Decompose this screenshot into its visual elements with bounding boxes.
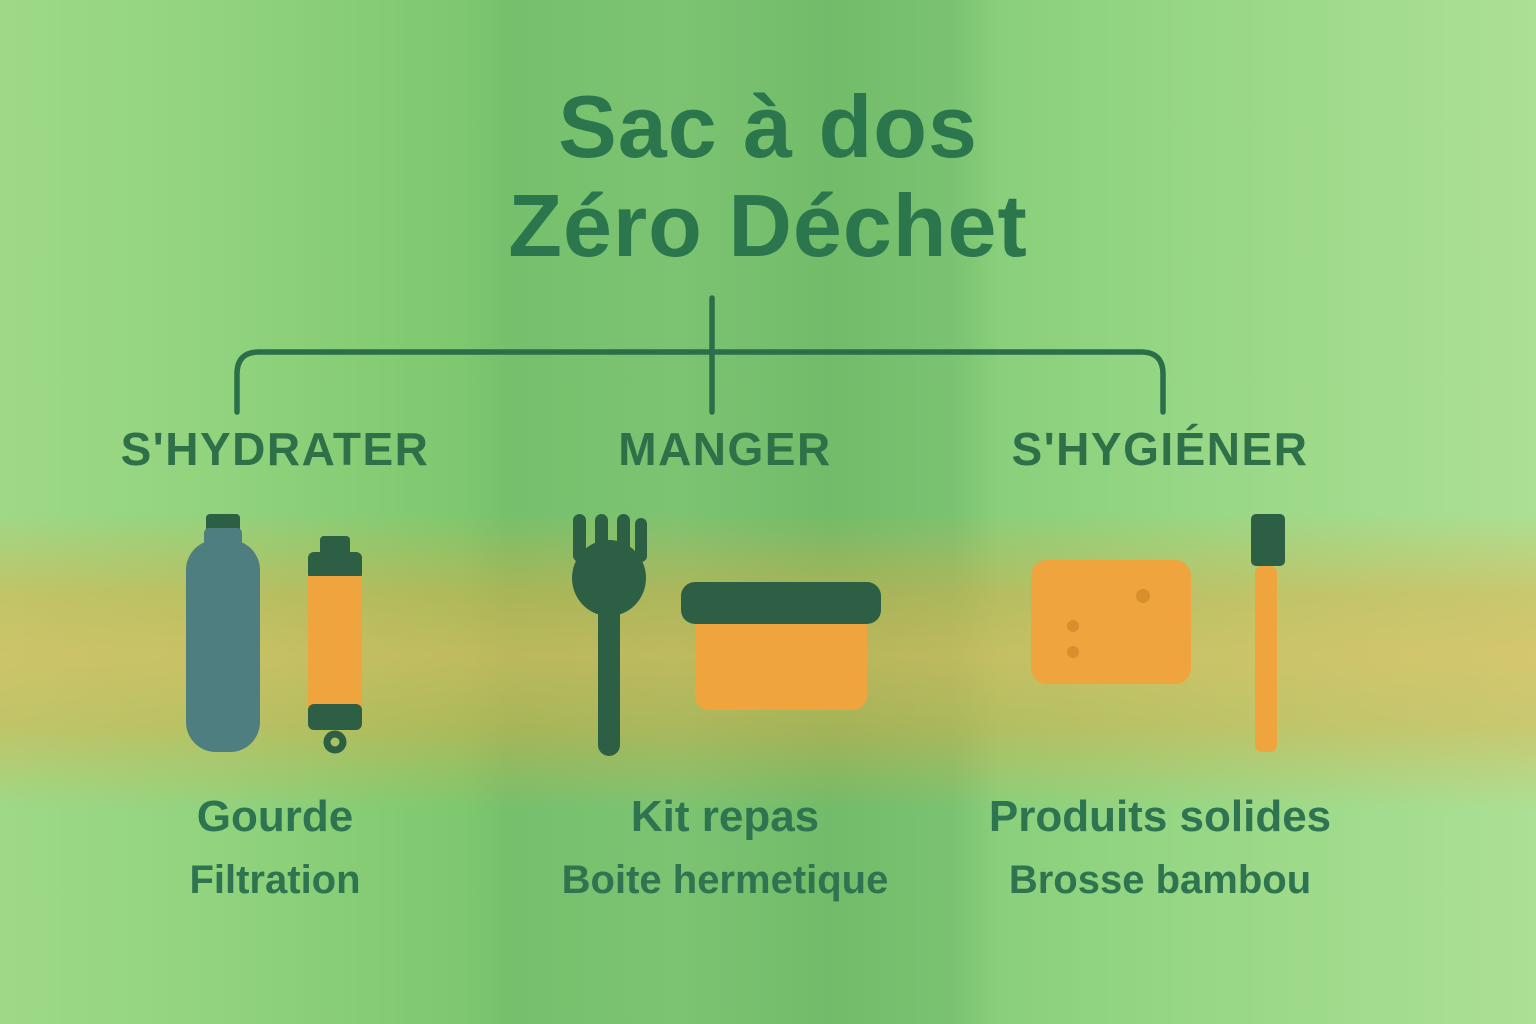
bamboo-toothbrush-icon xyxy=(1251,514,1285,752)
column-hygiene-labels: Produits solides Brosse bambou xyxy=(989,792,1331,903)
column-hydrate-labels: Gourde Filtration xyxy=(189,792,360,903)
column-hygiene: S'HYGIÉNER Produits solides Brosse bambo… xyxy=(920,422,1400,903)
page-title-line2: Zéro Déchet xyxy=(508,175,1028,275)
item-label: Boite hermetique xyxy=(561,858,889,902)
column-hydrate-icons xyxy=(180,514,370,756)
column-eat-icons xyxy=(569,514,881,756)
column-eat-labels: Kit repas Boite hermetique xyxy=(562,792,889,903)
item-label: Kit repas xyxy=(630,792,820,841)
column-hydrate: S'HYDRATER Gourde Filtration xyxy=(40,422,510,903)
page-title: Sac à dos Zéro Déchet xyxy=(0,77,1536,275)
column-eat: MANGER Kit repas Boite hermetique xyxy=(525,422,925,903)
water-filter-icon xyxy=(308,536,362,754)
soap-bar-icon xyxy=(1031,560,1191,684)
fork-icon xyxy=(572,514,647,756)
item-label: Produits solides xyxy=(988,792,1332,841)
lunchbox-icon xyxy=(681,582,881,710)
water-bottle-icon xyxy=(186,514,260,752)
page-title-line1: Sac à dos xyxy=(558,77,978,176)
item-label: Gourde xyxy=(196,792,354,841)
item-label: Filtration xyxy=(189,858,361,902)
item-label: Brosse bambou xyxy=(1008,858,1312,902)
column-hygiene-header: S'HYGIÉNER xyxy=(1011,423,1309,475)
column-hydrate-header: S'HYDRATER xyxy=(120,423,430,475)
column-hygiene-icons xyxy=(1031,514,1289,756)
column-eat-header: MANGER xyxy=(618,423,832,475)
